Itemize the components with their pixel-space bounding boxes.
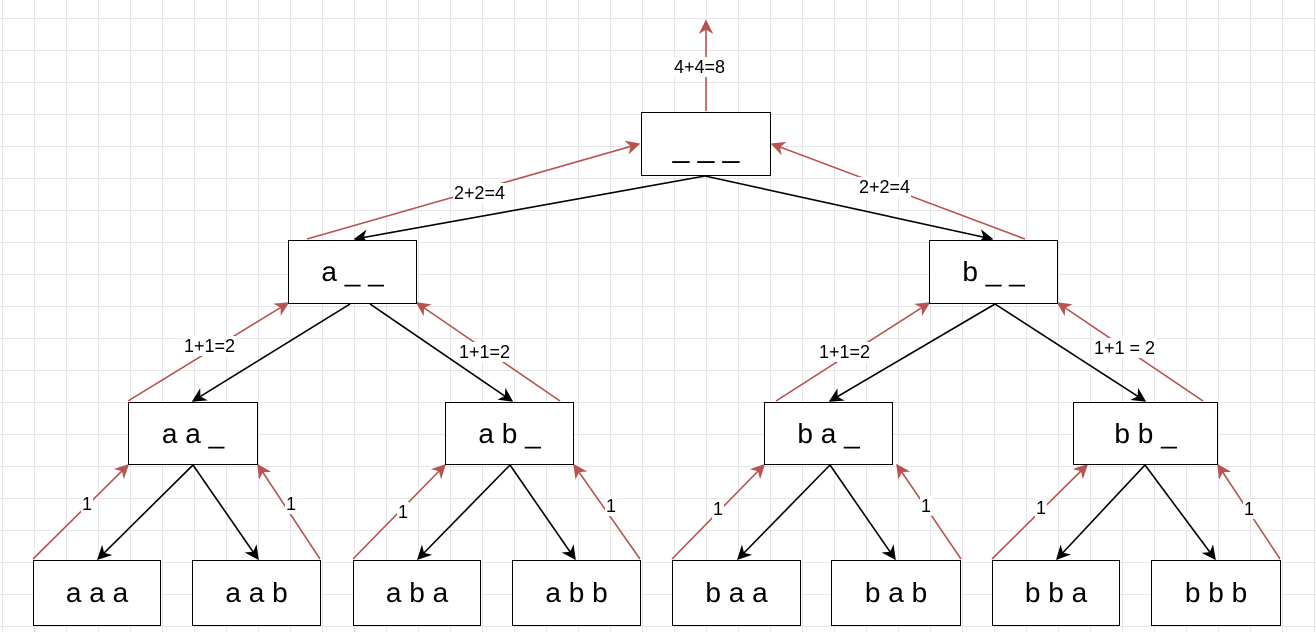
- edge-label-bab-ba: 1: [920, 496, 933, 516]
- node-aa: a a _: [128, 402, 258, 465]
- edge-ab-aba: [416, 464, 511, 561]
- node-abb: a b b: [512, 560, 641, 626]
- edge-ba-bab: [829, 464, 896, 561]
- node-aaa: a a a: [33, 560, 161, 626]
- node-ba: b a _: [764, 402, 893, 465]
- node-b: b _ _: [929, 240, 1058, 304]
- edge-b-bb: [994, 303, 1147, 402]
- edge-label-b-root: 2+2=4: [858, 177, 912, 197]
- edge-label-bbb-bb: 1: [1243, 499, 1256, 519]
- edge-label-top: 4+4=8: [673, 57, 727, 77]
- node-bba: b b a: [992, 560, 1120, 626]
- edge-ba-baa: [736, 464, 831, 561]
- edge-label-ab-a: 1+1=2: [458, 342, 512, 362]
- edge-label-aa-a: 1+1=2: [183, 336, 237, 356]
- edge-label-aab-aa: 1: [285, 494, 298, 514]
- node-a: a _ _: [288, 240, 417, 304]
- node-baa: b a a: [672, 560, 801, 626]
- edge-b-ba: [828, 303, 996, 402]
- edge-label-abb-ab: 1: [605, 496, 618, 516]
- node-bbb: b b b: [1151, 560, 1281, 626]
- edge-ab-abb: [509, 464, 576, 561]
- edge-bb-bba: [1056, 464, 1146, 561]
- edge-aa-aab: [192, 464, 259, 561]
- edge-a-ab: [369, 303, 514, 402]
- node-bb: b b _: [1073, 402, 1218, 465]
- edge-label-aba-ab: 1: [397, 502, 410, 522]
- edge-label-baa-ba: 1: [712, 499, 725, 519]
- node-root: _ _ _: [641, 112, 771, 176]
- edge-aa-aaa: [96, 464, 194, 561]
- edge-label-aaa-aa: 1: [81, 494, 94, 514]
- edge-up-aaa-aa: [32, 463, 130, 560]
- node-bab: b a b: [831, 560, 961, 626]
- node-aab: a a b: [192, 560, 321, 626]
- node-aba: a b a: [353, 560, 481, 626]
- node-ab: a b _: [445, 402, 574, 465]
- edge-root-b: [704, 175, 994, 244]
- edge-root-a: [353, 175, 706, 244]
- edge-label-bba-bb: 1: [1035, 498, 1048, 518]
- edge-label-ba-b: 1+1=2: [818, 342, 872, 362]
- edge-a-aa: [191, 303, 351, 402]
- edge-bb-bbb: [1144, 464, 1216, 561]
- edge-label-a-root: 2+2=4: [453, 183, 507, 203]
- edge-label-bb-b: 1+1 = 2: [1093, 338, 1157, 358]
